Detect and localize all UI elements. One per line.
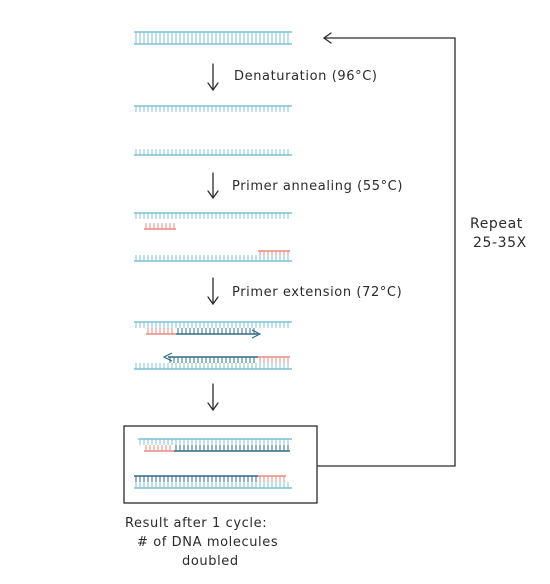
extension-arrow — [251, 329, 262, 339]
result-box — [123, 425, 318, 504]
flow-arrows — [207, 63, 219, 412]
result-line-1: Result after 1 cycle: — [125, 516, 267, 531]
loop-line — [317, 37, 456, 467]
step-label-extension: Primer extension (72°C) — [232, 285, 402, 300]
down-arrow-icon — [207, 383, 219, 412]
step-label-denaturation: Denaturation (96°C) — [234, 69, 378, 84]
repeat-loop — [317, 32, 456, 467]
down-arrow-icon — [207, 277, 219, 306]
down-arrow-icon — [207, 172, 219, 200]
extension-arrow — [162, 352, 173, 362]
left-arrow-icon — [322, 32, 332, 44]
repeat-label: Repeat — [470, 216, 523, 232]
dna-strands — [134, 31, 292, 489]
result-line-2: # of DNA molecules — [137, 535, 278, 550]
down-arrow-icon — [207, 63, 219, 92]
step-label-annealing: Primer annealing (55°C) — [232, 179, 403, 194]
repeat-count: 25-35X — [473, 235, 527, 251]
result-line-3: doubled — [182, 554, 239, 569]
